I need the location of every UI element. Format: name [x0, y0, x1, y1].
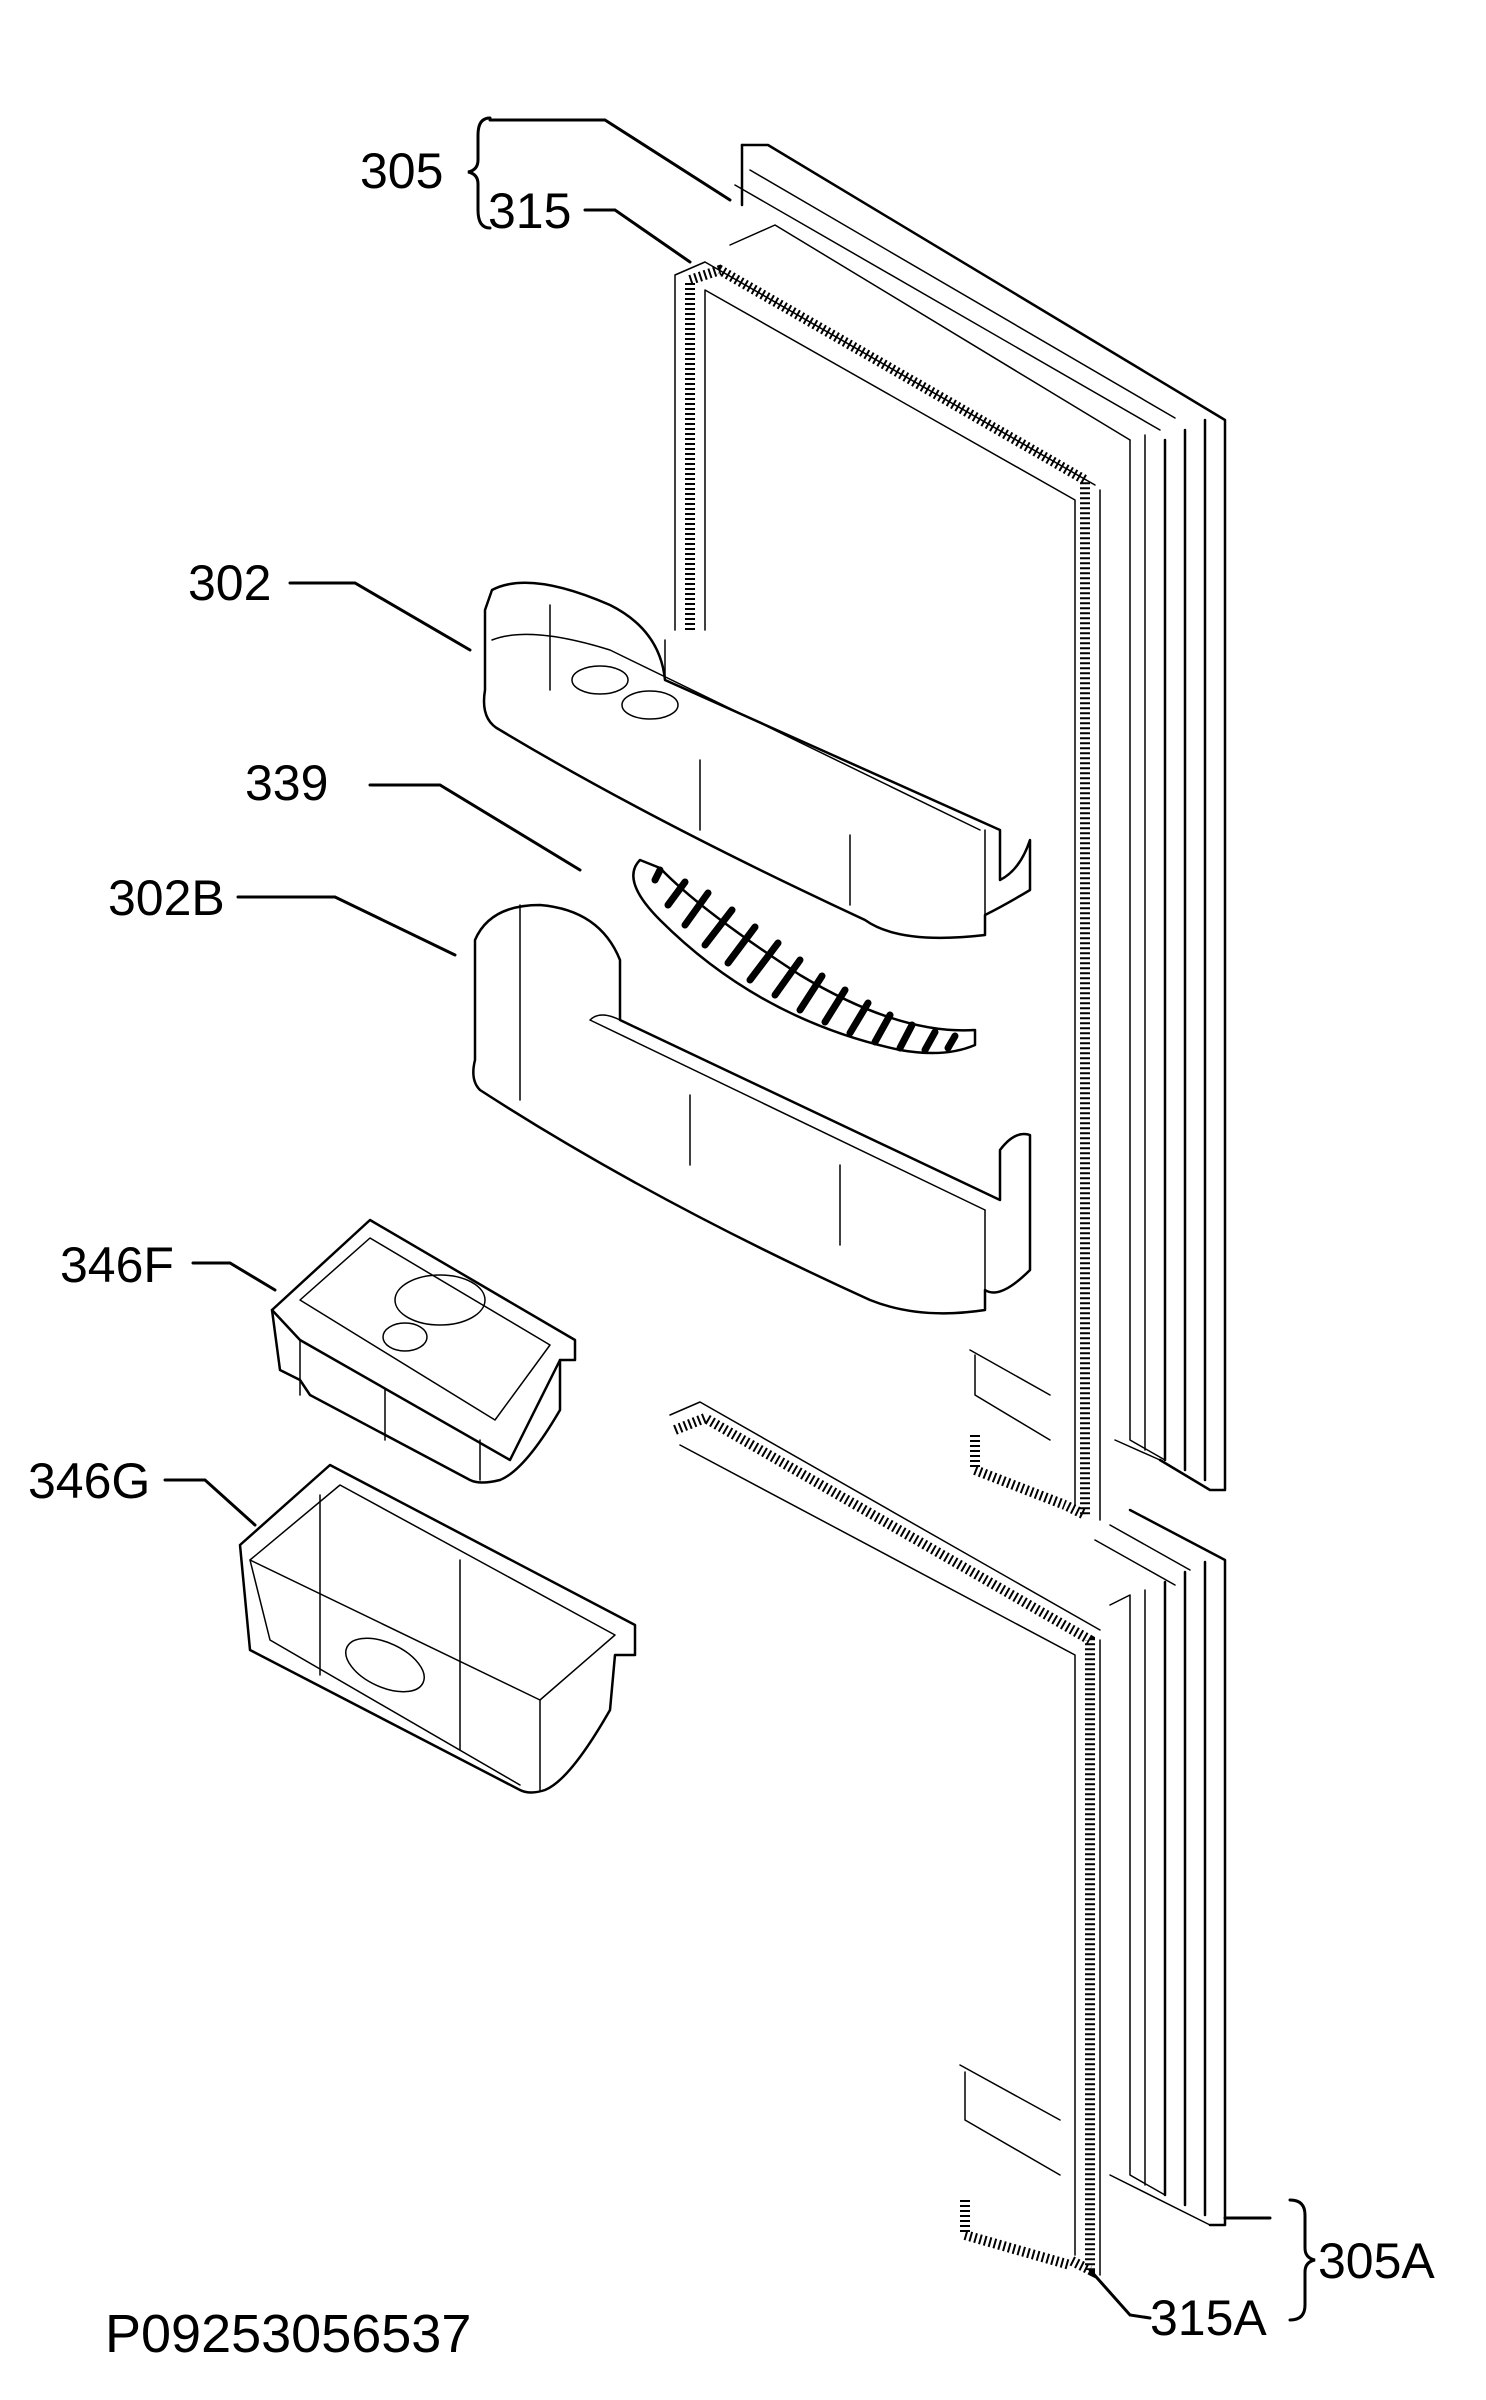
upper-door-panel — [729, 143, 1227, 1492]
label-346g: 346G — [28, 1453, 150, 1509]
label-302b: 302B — [108, 870, 225, 926]
door-box-346f — [270, 1218, 577, 1484]
leader-lines — [163, 116, 1316, 2322]
label-339: 339 — [245, 755, 328, 811]
lower-door-panel — [1094, 1508, 1227, 2227]
label-302: 302 — [188, 555, 271, 611]
label-305: 305 — [360, 143, 443, 199]
label-315: 315 — [488, 183, 571, 239]
drawing-code: P09253056537 — [105, 2304, 471, 2364]
lower-door-gasket — [669, 1401, 1101, 2279]
label-346f: 346F — [60, 1237, 174, 1293]
shelf-divider-339 — [632, 858, 977, 1055]
door-box-346g — [238, 1463, 637, 1794]
door-shelf-302 — [482, 581, 1032, 940]
label-305a: 305A — [1318, 2233, 1435, 2289]
part-labels: 305 315 302 339 302B 346F 346G 305A 315A — [28, 143, 1435, 2346]
label-315a: 315A — [1150, 2290, 1267, 2346]
door-shelf-302b — [472, 903, 1032, 1315]
upper-door-gasket — [674, 261, 1101, 1524]
